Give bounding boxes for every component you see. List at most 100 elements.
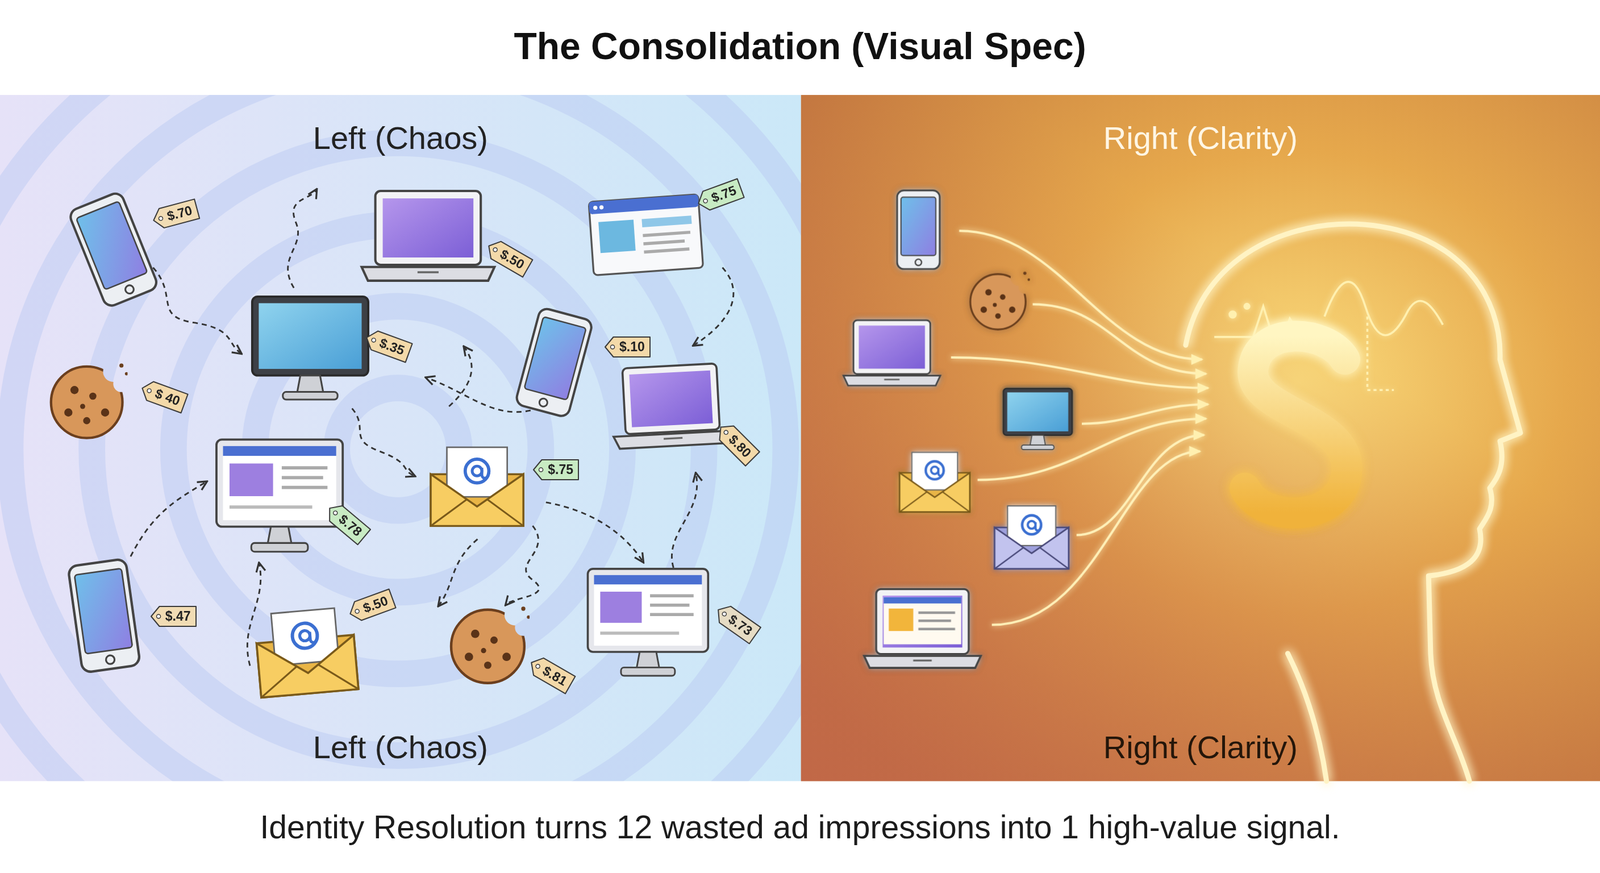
browser-screen [883,597,961,645]
left-background [10,94,786,781]
email-icon [430,447,524,526]
right-background [801,94,1600,781]
tag-body [526,653,576,694]
browser-screen [888,608,914,632]
chaos-arrows [247,563,261,666]
tag-body [347,589,397,624]
price-tag: $.75 [694,178,745,214]
price-label: $ 40 [152,385,182,410]
email-icon [899,452,970,512]
consolidation-arrows [1032,303,1206,374]
tag-hole [539,467,544,472]
chaos-arrows [693,267,734,346]
chaos-arrows [352,408,415,477]
consolidation-arrows [951,230,1209,625]
tag-hole [535,663,541,669]
chaos-arrows [546,502,644,562]
panel-label: Left (Chaos) [0,119,802,157]
cookie-icon [970,271,1031,330]
tag-hole [702,198,708,204]
price-tag: $.80 [713,419,761,467]
browser-screen [883,597,961,645]
diagram-caption: Identity Resolution turns 12 wasted ad i… [0,807,1600,846]
price-tag: $.78 [322,499,372,545]
signal-waves [1229,311,1236,318]
browser-icon [588,194,703,275]
browser-screen [918,627,956,630]
tag-hole [156,614,161,619]
signal-waves [1244,303,1250,310]
tag-body [151,198,200,230]
chaos-arrows [506,525,540,604]
browser-screen [883,597,961,604]
price-label: $.75 [547,461,574,478]
chaos-arrows [288,189,317,288]
panel-label: Right (Clarity) [801,119,1600,157]
left-background [0,94,802,781]
head-silhouette [1185,223,1521,781]
tag-hole [723,429,729,436]
price-tag: $.50 [346,588,397,624]
chaos-arrows [130,189,734,666]
tag-hole [354,608,360,614]
price-tag: $.35 [362,327,414,363]
price-tag: $.73 [711,600,762,645]
tag-body [712,601,761,644]
consolidation-arrows [1081,403,1209,424]
consolidation-arrows [951,357,1209,389]
left-background [0,94,802,781]
cookie-icon [51,363,129,439]
tag-body [323,500,371,545]
browser-monitor-icon [216,439,343,552]
left-background [0,94,802,781]
chaos-panel: $.75$.70$.50$.35$.10$ 40$.80$.75$.78$.50… [0,94,802,781]
consolidation-arrows [992,451,1200,625]
price-label: $.35 [377,334,407,358]
price-label: $.47 [165,608,191,624]
tag-body [605,336,650,357]
right-background [801,94,1600,781]
head-silhouette [1185,223,1521,781]
tag-hole [492,247,499,253]
chaos-arrows [130,481,207,557]
email-icon [253,606,359,698]
tag-hole [371,336,377,343]
tag-body [138,378,188,414]
tag-hole [610,344,615,349]
phone-icon [67,558,141,673]
tag-hole [721,610,728,617]
laptop-icon [864,589,981,669]
clarity-panel: Right (Clarity)Right (Clarity) [801,94,1600,781]
laptop-icon [843,319,941,386]
left-background [92,143,705,756]
tag-body [151,606,197,627]
price-tag: $.70 [150,198,201,231]
left-background [0,94,802,781]
monitor-icon [252,296,369,400]
dollar-symbol [1244,306,1348,533]
tag-body [363,327,412,362]
diagram-title: The Consolidation (Visual Spec) [0,24,1600,68]
right-background [801,94,1600,781]
panel-label: Left (Chaos) [0,728,802,766]
consolidation-arrows [959,230,1202,360]
browser-monitor-icon [588,568,709,676]
price-tag: $.75 [532,459,579,481]
browser-screen [918,619,951,622]
price-tag: $.47 [150,605,197,627]
price-tag: $ 40 [138,378,189,414]
price-label: $.10 [619,339,645,355]
price-tag: $.10 [604,336,651,358]
email-icon [994,505,1069,569]
tag-body [483,237,533,278]
tag-hole [332,510,339,516]
tag-hole [158,215,164,222]
right-devices [843,190,1073,668]
chaos-arrows [671,473,697,568]
tag-hole [146,388,152,394]
chaos-arrows [448,347,472,407]
cookie-icon [451,606,531,683]
left-background [0,94,802,781]
